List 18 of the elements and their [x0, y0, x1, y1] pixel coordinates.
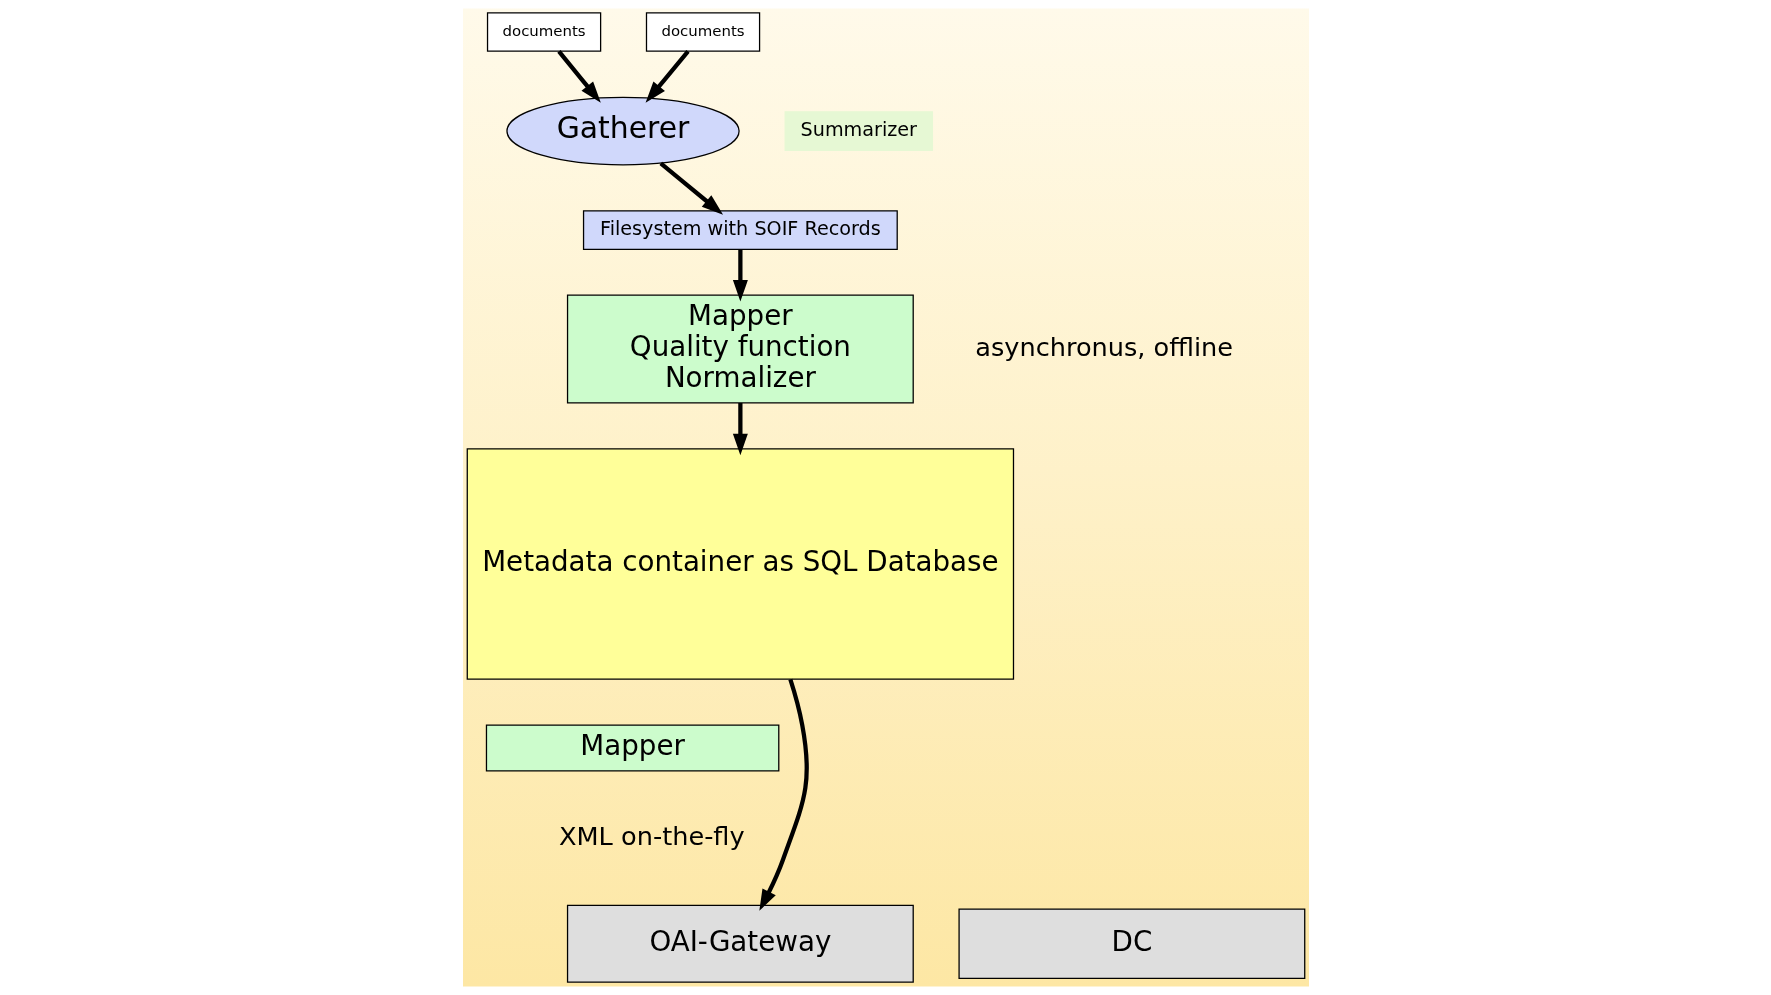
node-box: documents — [645, 12, 760, 52]
label: XML on-the-fly — [558, 820, 745, 851]
arrow — [732, 249, 748, 302]
arrow — [645, 49, 690, 103]
arrow — [556, 49, 601, 103]
node-box: Filesystem with SOIF Records — [582, 210, 898, 250]
arrow — [732, 402, 748, 456]
arrow — [658, 161, 723, 215]
node-ellipse: Gatherer — [505, 96, 740, 166]
node-box: DC — [957, 908, 1305, 980]
node-box: Mapper Quality function Normalizer — [566, 294, 914, 404]
node-box: Mapper — [485, 724, 779, 772]
arrow — [758, 678, 809, 911]
node-box: documents — [486, 12, 601, 52]
node-box: Metadata container as SQL Database — [466, 448, 1014, 680]
node-box: OAI-Gateway — [566, 904, 914, 983]
label: asynchronus, offline — [974, 331, 1233, 362]
node-box: Summarizer — [784, 111, 933, 151]
